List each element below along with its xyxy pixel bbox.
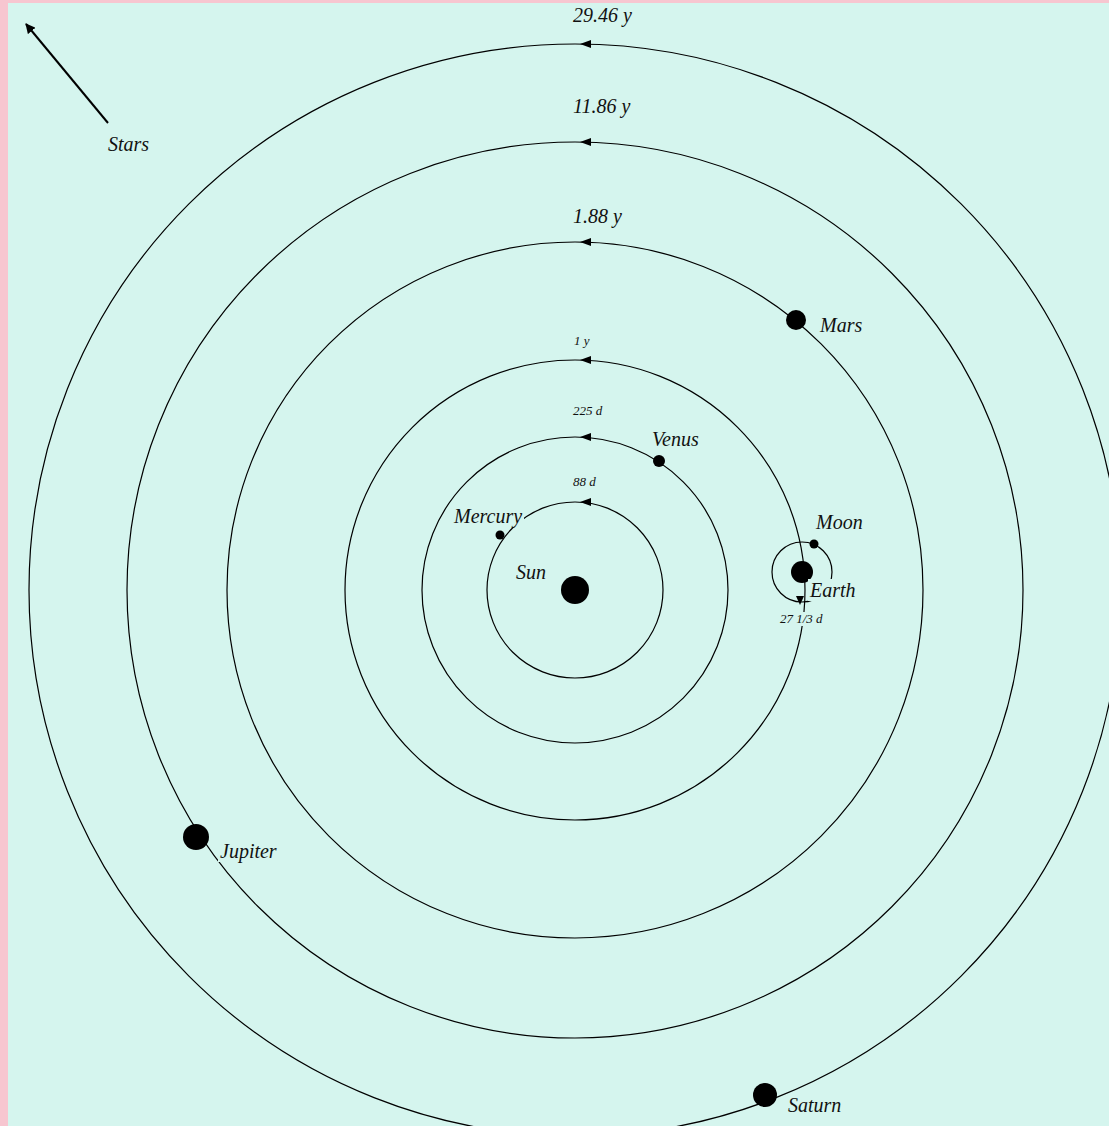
moon-dot (810, 540, 819, 549)
direction-label: Stars (106, 133, 151, 155)
planet-label: Mars (818, 314, 864, 336)
saturn-orbit (29, 44, 1109, 1126)
page-border (0, 0, 1109, 3)
planet-label: Venus (650, 428, 701, 450)
planet-label: Mercury (452, 505, 524, 527)
venus-dot (653, 455, 665, 467)
period-label: 88 d (571, 475, 598, 489)
mercury-orbit (487, 502, 663, 678)
page-border (0, 0, 8, 1126)
venus-orbit (422, 437, 728, 743)
planet-label: Earth (808, 579, 858, 601)
sun-dot (561, 576, 589, 604)
stars-arrow (26, 24, 108, 123)
planet-label: Saturn (786, 1094, 843, 1116)
mars-dot (786, 310, 806, 330)
period-label: 27 1/3 d (778, 612, 825, 626)
jupiter-orbit (127, 142, 1023, 1038)
period-label: 1 y (572, 334, 592, 348)
body-label: Moon (814, 511, 865, 533)
saturn-dot (753, 1083, 777, 1107)
period-label: 11.86 y (571, 95, 632, 117)
planet-label: Jupiter (218, 840, 279, 862)
mars-orbit (227, 242, 923, 938)
period-label: 29.46 y (571, 4, 634, 26)
period-label: 1.88 y (571, 205, 624, 227)
period-label: 225 d (571, 404, 604, 418)
jupiter-dot (183, 824, 209, 850)
orbit-direction-arrows (580, 40, 804, 605)
mercury-dot (496, 531, 505, 540)
body-label: Sun (514, 561, 548, 583)
earth-orbit (345, 360, 805, 820)
